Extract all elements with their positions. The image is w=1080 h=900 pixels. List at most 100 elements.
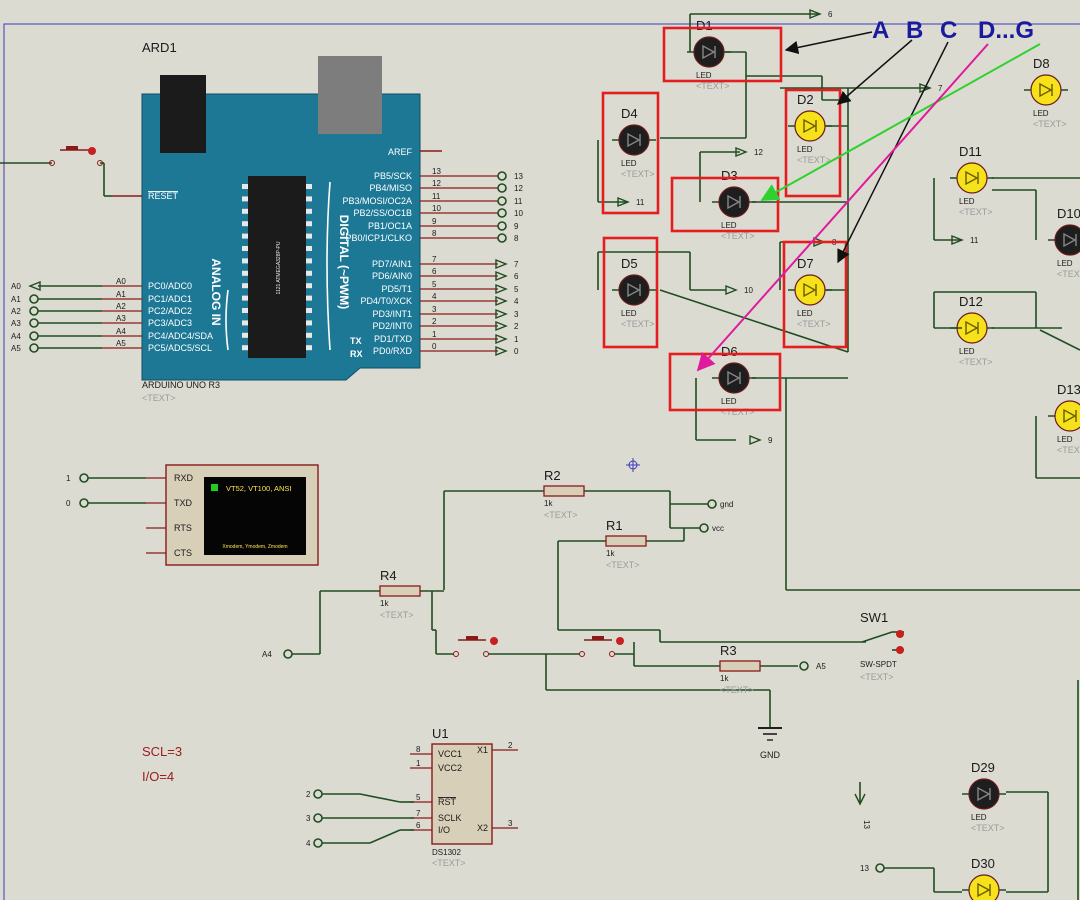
pin-name: PC3/ADC3 <box>148 318 192 328</box>
pin-number: 7 <box>432 255 437 264</box>
chip-pin <box>242 270 248 276</box>
pin-name: PD2/INT0 <box>372 321 412 331</box>
led-ref: D8 <box>1033 56 1050 71</box>
led-ref: D2 <box>797 92 814 107</box>
chip-pin <box>306 320 312 326</box>
arduino-uno[interactable]: ARD1 1121 ATMEGA328P-PU ANALOG IN DIGITA… <box>11 40 523 403</box>
pin-number: A3 <box>116 314 126 323</box>
push-button-1[interactable] <box>453 636 499 657</box>
led-d30[interactable]: D30LED <box>962 856 1006 900</box>
net-label: 10 <box>514 209 523 218</box>
annotation-label: B <box>906 17 923 44</box>
pin-name: PC1/ADC1 <box>148 294 192 304</box>
chip-pin <box>306 196 312 202</box>
pin-name: PD0/RXD <box>373 346 413 356</box>
pin-number: A1 <box>116 290 126 299</box>
net-label: 6 <box>828 10 833 19</box>
switch-sw1[interactable]: SW1 SW-SPDT <TEXT> <box>860 610 904 682</box>
push-button-2[interactable] <box>579 636 625 657</box>
led-text: <TEXT> <box>1057 445 1080 455</box>
diode-icon <box>965 320 979 336</box>
annotation-label: A <box>872 17 889 44</box>
pin-number: 4 <box>432 292 437 301</box>
net-terminal <box>28 280 41 292</box>
led-ref: D11 <box>959 144 982 159</box>
led-value: LED <box>1057 259 1073 268</box>
net-terminal <box>495 270 508 282</box>
pin-number: A5 <box>116 339 126 348</box>
pin-name: PD5/T1 <box>381 284 412 294</box>
led-value: LED <box>621 159 637 168</box>
led-text: <TEXT> <box>797 319 831 329</box>
rtc-pin-name: I/O <box>438 825 450 835</box>
led-wiring <box>597 13 1080 900</box>
tx-label: TX <box>350 336 362 346</box>
net-terminal <box>495 345 508 357</box>
led-ref: D4 <box>621 106 638 121</box>
switch-value: SW-SPDT <box>860 660 897 669</box>
a5-net-label: A5 <box>816 662 826 671</box>
rtc-pin-name: X2 <box>477 823 488 833</box>
resistor-body <box>543 485 585 497</box>
led-array: D1LED<TEXT>D2LED<TEXT>D3LED<TEXT>D4LED<T… <box>612 18 1080 900</box>
net-terminal <box>495 258 508 270</box>
led-value: LED <box>797 145 813 154</box>
resistor-ref: R1 <box>606 518 623 533</box>
net-terminal <box>495 333 508 345</box>
led-text: <TEXT> <box>621 319 655 329</box>
led-value: LED <box>959 197 975 206</box>
chip-pin <box>306 332 312 338</box>
pin-name: PD3/INT1 <box>372 309 412 319</box>
pin-name: PB1/OC1A <box>368 221 412 231</box>
switch-ref: SW1 <box>860 610 888 625</box>
led-body <box>1054 400 1080 432</box>
chip-pin <box>242 233 248 239</box>
rx-label: RX <box>350 349 363 359</box>
net-terminal <box>495 308 508 320</box>
net-terminal <box>313 789 323 799</box>
mcu-chip <box>248 176 306 358</box>
pin-name: PD1/TXD <box>374 334 413 344</box>
arduino-ref: ARD1 <box>142 40 177 55</box>
analog-in-label: ANALOG IN <box>209 258 223 325</box>
chip-pin <box>242 283 248 289</box>
net-label: 1 <box>514 335 519 344</box>
chip-pin <box>242 184 248 189</box>
virtual-terminal[interactable]: VT52, VT100, ANSI Xmodem, Ymodem, Zmodem… <box>66 464 319 566</box>
pin-name: PD7/AIN1 <box>372 259 412 269</box>
chip-pin <box>242 196 248 202</box>
pin-name: PC0/ADC0 <box>148 281 192 291</box>
net-terminal <box>495 295 508 307</box>
net-label: 10 <box>744 286 753 295</box>
pin-number: 2 <box>432 317 437 326</box>
pin-name: PB4/MISO <box>369 183 412 193</box>
net-terminal <box>29 306 39 316</box>
chip-pin <box>242 308 248 313</box>
net-13-label: 13 <box>860 864 869 873</box>
rtc-pin-name: VCC2 <box>438 763 462 773</box>
arduino-analog-pins: PC0/ADC0A0A0PC1/ADC1A1A1PC2/ADC2A2A2PC3/… <box>11 277 213 353</box>
chip-pin <box>242 221 248 227</box>
net-terminal <box>497 233 507 243</box>
resistor-body <box>379 585 421 597</box>
diode-icon <box>1063 232 1077 248</box>
net-terminal <box>497 171 507 181</box>
reset-button[interactable] <box>0 146 112 197</box>
chip-pin <box>242 320 248 326</box>
